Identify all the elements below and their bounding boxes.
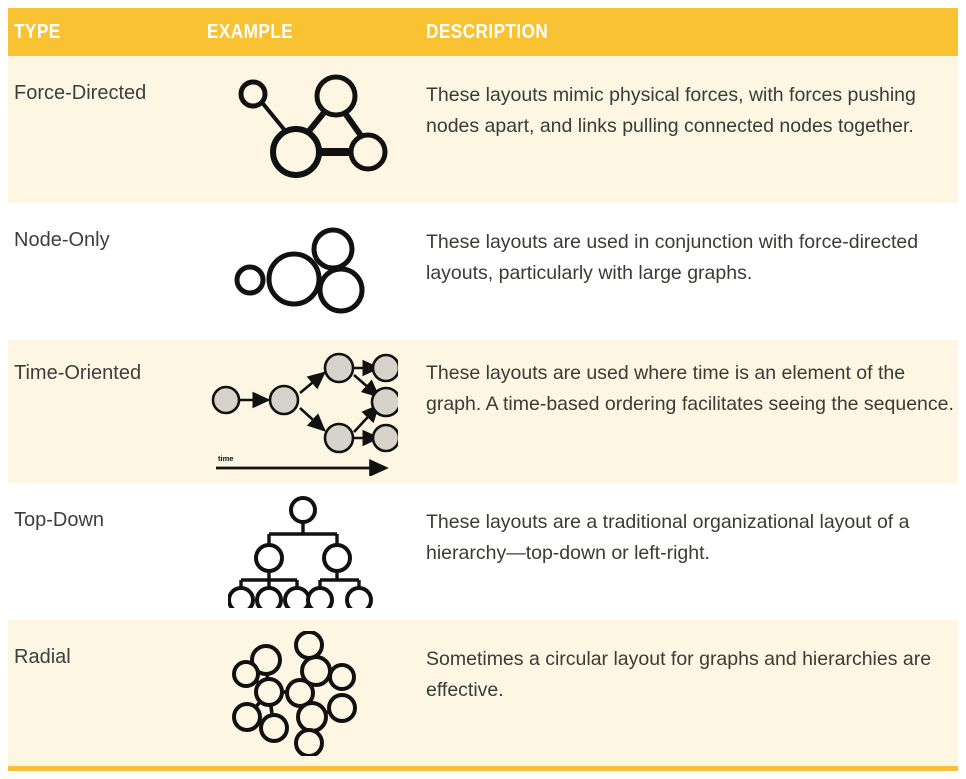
column-header-type: TYPE	[14, 20, 61, 43]
node-only-graph-icon	[188, 213, 418, 330]
table-row: Time-Oriented	[8, 340, 958, 483]
force-directed-graph-icon	[188, 66, 418, 193]
table-row: Node-Only These layouts are used in conj…	[8, 203, 958, 340]
top-down-tree-icon	[188, 491, 418, 612]
row-description: These layouts are used where time is an …	[426, 362, 954, 415]
column-header-description: DESCRIPTION	[426, 20, 549, 43]
row-type-label: Top-Down	[14, 509, 105, 531]
time-axis-label: time	[218, 454, 233, 463]
table-header-row: TYPE EXAMPLE DESCRIPTION	[8, 8, 958, 56]
row-description: Sometimes a circular layout for graphs a…	[426, 648, 932, 701]
row-description: These layouts mimic physical forces, wit…	[426, 84, 916, 137]
time-oriented-graph-icon: time	[188, 346, 418, 477]
table-row: Top-Down	[8, 483, 958, 620]
row-type-label: Node-Only	[14, 229, 110, 251]
column-header-example: EXAMPLE	[207, 20, 294, 43]
row-type-label: Radial	[14, 646, 71, 668]
radial-graph-icon	[188, 628, 418, 758]
row-type-label: Force-Directed	[14, 82, 147, 104]
row-description: These layouts are used in conjunction wi…	[426, 231, 919, 284]
table-row: Force-Directed These layouts mimic physi…	[8, 56, 958, 203]
row-description: These layouts are a traditional organiza…	[426, 511, 910, 564]
table-bottom-rule	[8, 766, 958, 771]
row-type-label: Time-Oriented	[14, 362, 142, 384]
table-row: Radial	[8, 620, 958, 766]
